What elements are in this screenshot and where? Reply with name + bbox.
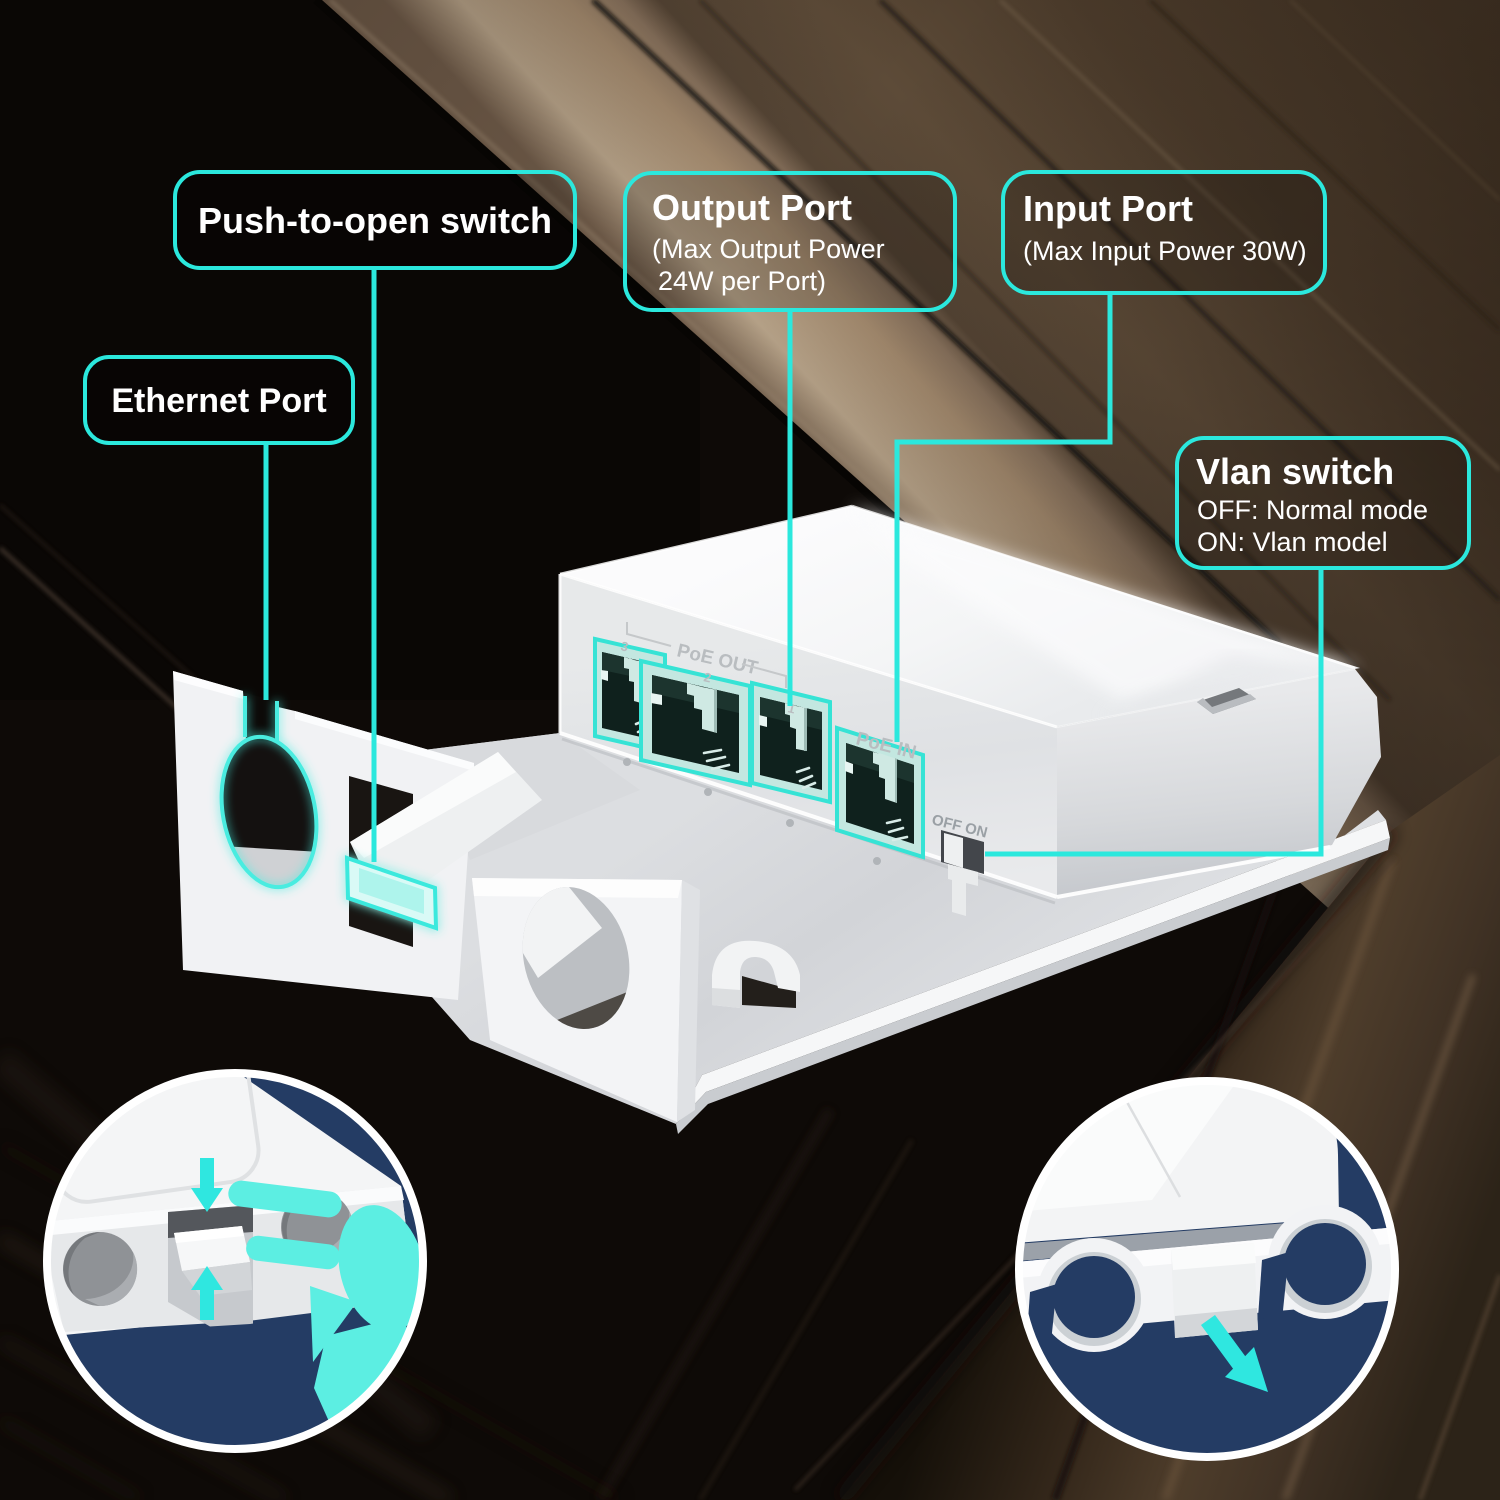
svg-text:2: 2 (702, 669, 712, 685)
svg-text:Ethernet Port: Ethernet Port (111, 382, 326, 420)
svg-text:(Max Output Power: (Max Output Power (652, 234, 885, 264)
svg-text:Output Port: Output Port (652, 187, 852, 228)
svg-text:Input Port: Input Port (1023, 188, 1193, 229)
svg-text:(Max Input Power 30W): (Max Input Power 30W) (1023, 236, 1307, 266)
svg-text:Vlan switch: Vlan switch (1196, 451, 1394, 492)
svg-text:24W per Port): 24W per Port) (658, 266, 826, 296)
svg-text:Push-to-open switch: Push-to-open switch (198, 200, 552, 241)
svg-text:1: 1 (786, 700, 796, 716)
svg-text:3: 3 (619, 638, 629, 654)
svg-text:OFF: Normal mode: OFF: Normal mode (1197, 495, 1428, 525)
svg-text:ON: Vlan model: ON: Vlan model (1197, 527, 1388, 557)
